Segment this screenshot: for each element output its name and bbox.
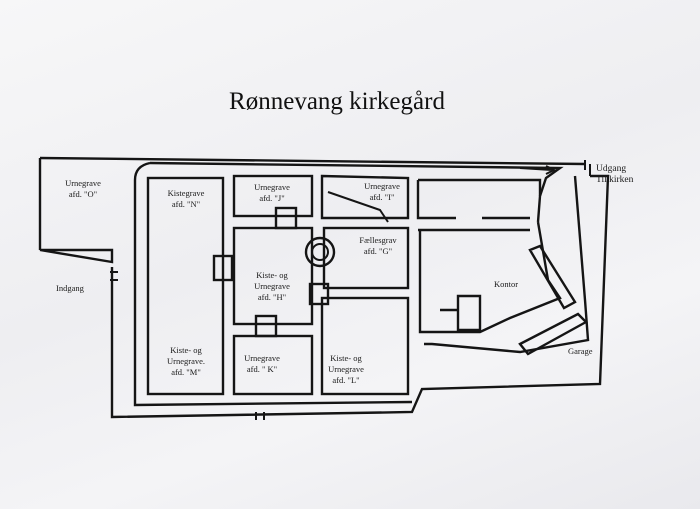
connector-box-left — [212, 254, 234, 282]
svg-text:Urnegrave: Urnegrave — [254, 182, 290, 192]
svg-text:Kistegrave: Kistegrave — [168, 188, 205, 198]
center-roundabout-inner — [311, 243, 329, 261]
svg-text:Urnegrave: Urnegrave — [254, 281, 290, 291]
right-area-main — [418, 221, 562, 334]
center-roundabout-outer — [304, 236, 336, 268]
svg-text:Kiste- og: Kiste- og — [330, 353, 362, 363]
svg-text:Urnegrave: Urnegrave — [328, 364, 364, 374]
inner-path-ring — [133, 161, 564, 407]
section-label-i: Urnegrave afd. "I" — [364, 181, 400, 202]
map-title: Rønnevang kirkegård — [229, 88, 445, 115]
section-label-o: Urnegrave afd. "O" — [65, 178, 101, 199]
label-udgang: Udgang — [596, 164, 626, 174]
section-label-j: Urnegrave afd. "J" — [254, 182, 290, 203]
section-i-path — [327, 191, 389, 223]
connector-box-bottom — [254, 314, 278, 338]
right-road — [424, 175, 590, 354]
section-label-g: Fællesgrav afd. "G" — [359, 235, 397, 256]
svg-text:afd. "J": afd. "J" — [259, 193, 284, 203]
kontor-building — [440, 244, 577, 332]
section-h-outline — [232, 226, 314, 326]
svg-text:Kiste- og: Kiste- og — [170, 345, 202, 355]
connector-box-top — [274, 206, 298, 230]
svg-text:Kiste- og: Kiste- og — [256, 270, 288, 280]
section-i-outline — [320, 174, 410, 220]
section-label-k: Urnegrave afd. " K" — [244, 353, 280, 374]
svg-text:Urnegrave: Urnegrave — [364, 181, 400, 191]
svg-text:afd. "N": afd. "N" — [172, 199, 200, 209]
svg-text:Fællesgrav: Fællesgrav — [359, 235, 397, 245]
svg-text:Urnegrave: Urnegrave — [65, 178, 101, 188]
svg-text:afd. "G": afd. "G" — [364, 246, 392, 256]
label-til-kirken: Til kirken — [596, 175, 634, 185]
svg-text:afd. "M": afd. "M" — [171, 367, 201, 377]
connector-box-center — [308, 282, 330, 306]
svg-text:Urnegrave.: Urnegrave. — [167, 356, 205, 366]
section-n-outline — [146, 176, 225, 396]
section-label-m: Kiste- og Urnegrave. afd. "M" — [167, 345, 205, 377]
section-label-h: Kiste- og Urnegrave afd. "H" — [254, 270, 290, 302]
label-garage: Garage — [568, 346, 593, 356]
section-label-n: Kistegrave afd. "N" — [168, 188, 205, 209]
svg-text:afd. "O": afd. "O" — [69, 189, 97, 199]
svg-text:afd. "H": afd. "H" — [258, 292, 286, 302]
section-j-outline — [232, 174, 314, 218]
label-indgang: Indgang — [56, 283, 85, 293]
svg-text:afd. "L": afd. "L" — [332, 375, 359, 385]
section-label-l: Kiste- og Urnegrave afd. "L" — [328, 353, 364, 385]
exit-arrow — [519, 165, 557, 175]
right-area-top — [416, 178, 542, 220]
section-l-outline — [320, 296, 410, 396]
label-kontor: Kontor — [494, 279, 518, 289]
outer-boundary — [39, 156, 610, 419]
svg-text:afd. "I": afd. "I" — [370, 192, 395, 202]
svg-text:afd. " K": afd. " K" — [247, 364, 277, 374]
svg-text:Urnegrave: Urnegrave — [244, 353, 280, 363]
